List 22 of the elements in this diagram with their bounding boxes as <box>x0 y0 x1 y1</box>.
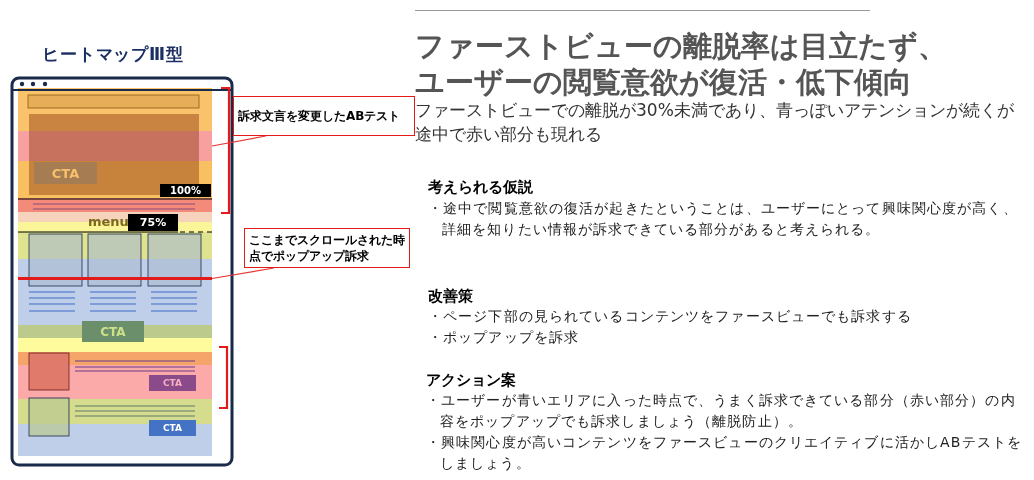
bullet-text: ・途中で閲覧意欲の復活が起きたということは、ユーザーにとって興味関心度が高く、詳細を知りたい情報が訴求できている部分があると考えられる。 <box>428 199 1019 239</box>
bullet-text: ・ユーザーが青いエリアに入った時点で、うまく訴求できている部分（赤い部分）の内容をポップアップでも訴求しましょう（離脱防止）。 <box>426 391 1017 431</box>
bullet-text: ・ポップアップを訴求 <box>428 328 581 347</box>
summary-text: ファーストビューでの離脱が30%未満であり、青っぽいアテンションが続くが途中で赤い部分も現れる <box>415 99 1015 146</box>
cta-label: CTA <box>162 422 183 435</box>
callout-box: 訴求文言を変更したABテスト <box>233 96 415 136</box>
section-heading: アクション案 <box>426 370 516 391</box>
heading: ファーストビューの離脱率は目立たず、ユーザーの閲覧意欲が復活・低下傾向 <box>415 28 948 100</box>
scroll-percentage: 75% <box>138 215 168 231</box>
heat-zone <box>18 131 212 161</box>
cta-label: CTA <box>99 324 127 341</box>
scroll-threshold-line <box>18 277 212 280</box>
section-heading: 考えられる仮説 <box>428 177 533 198</box>
cta-label: CTA <box>162 377 183 390</box>
menu-label: menu <box>88 213 129 230</box>
heatmap-title: ヒートマップⅢ型 <box>42 43 184 66</box>
scroll-percentage: 100% <box>169 184 202 197</box>
bullet-text: ・ページ下部の見られているコンテンツをファースビューでも訴求する <box>428 307 913 326</box>
callout-box: ここまでスクロールされた時点でポップアップ訴求 <box>244 228 410 268</box>
cta-label: CTA <box>50 165 81 183</box>
bullet-text: ・興味関心度が高いコンテンツをファースビューのクリエイティブに活かしABテストをしましょう。 <box>426 433 1023 473</box>
section-heading: 改善策 <box>428 286 473 307</box>
